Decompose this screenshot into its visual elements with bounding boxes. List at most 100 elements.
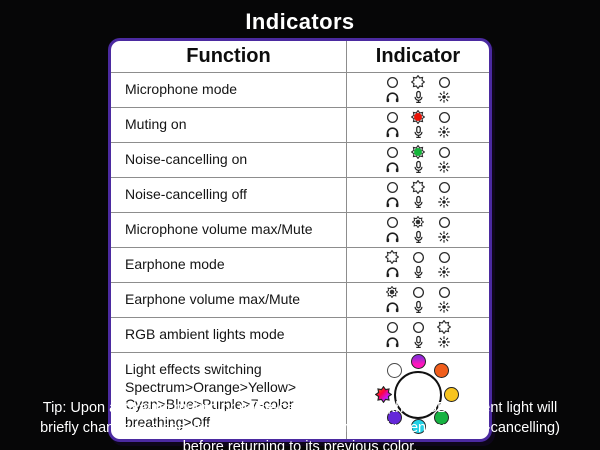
indicator-cell <box>347 143 489 177</box>
tip-text: Tip: Upon activating muting or noise-can… <box>40 400 560 450</box>
brightness-icon <box>437 89 451 105</box>
indicators-table: Function Indicator Microphone mode Mutin… <box>108 38 492 442</box>
headphone-icon <box>385 229 400 245</box>
off-icon <box>386 145 399 159</box>
table-row: Earphone mode <box>111 247 489 282</box>
microphone-icon <box>411 299 426 315</box>
column-header-indicator: Indicator <box>375 45 461 67</box>
status-lights <box>379 215 457 229</box>
on-icon <box>411 75 425 89</box>
brightness-icon <box>437 264 451 280</box>
indicator-cell <box>347 318 489 352</box>
microphone-icon <box>411 264 426 280</box>
cyan-color-dot <box>410 419 426 434</box>
function-label: RGB ambient lights mode <box>111 318 347 352</box>
table-row: Muting on <box>111 107 489 142</box>
purple-color-dot <box>387 409 403 425</box>
table-header-row: Function Indicator <box>111 41 489 72</box>
indicator-cell <box>347 248 489 282</box>
microphone-icon <box>411 89 426 105</box>
device-icons <box>379 89 457 105</box>
table-row: RGB ambient lights mode <box>111 317 489 352</box>
device-icons <box>379 264 457 280</box>
brightness-icon <box>437 194 451 210</box>
off-icon <box>412 320 425 334</box>
green-color-dot <box>433 409 449 425</box>
off-icon <box>386 215 399 229</box>
brightness-icon <box>437 299 451 315</box>
blink-icon <box>412 215 424 229</box>
status-lights <box>379 75 457 89</box>
function-label: Microphone mode <box>111 73 347 107</box>
yellow-color-dot <box>443 386 459 402</box>
off-icon <box>386 110 399 124</box>
indicator-cell <box>347 283 489 317</box>
function-label: Noise-cancelling off <box>111 178 347 212</box>
status-lights <box>379 320 457 334</box>
blink-icon <box>386 285 398 299</box>
headphone-icon <box>385 159 400 175</box>
headphone-icon <box>385 299 400 315</box>
headphone-icon <box>385 124 400 140</box>
indicator-cell <box>347 108 489 142</box>
brightness-icon <box>437 124 451 140</box>
function-label: Earphone mode <box>111 248 347 282</box>
off-icon <box>386 75 399 89</box>
table-row: Earphone volume max/Mute <box>111 282 489 317</box>
off-icon <box>386 320 399 334</box>
status-lights <box>379 250 457 264</box>
status-lights <box>379 285 457 299</box>
on-icon <box>411 180 425 194</box>
off-icon <box>438 250 451 264</box>
status-lights <box>379 145 457 159</box>
brightness-icon <box>437 229 451 245</box>
indicator-cell <box>347 353 489 439</box>
light-cycle-diagram <box>366 354 470 437</box>
device-icons <box>379 194 457 210</box>
orange-color-dot <box>433 363 449 379</box>
table-row: Noise-cancelling on <box>111 142 489 177</box>
function-label: Microphone volume max/Mute <box>111 213 347 247</box>
off-icon <box>412 250 425 264</box>
microphone-icon <box>411 124 426 140</box>
microphone-icon <box>411 194 426 210</box>
table-row: Microphone mode <box>111 72 489 107</box>
device-icons <box>379 334 457 350</box>
microphone-icon <box>411 334 426 350</box>
off-color-dot <box>387 363 403 379</box>
off-icon <box>386 180 399 194</box>
microphone-icon <box>411 229 426 245</box>
function-label: Earphone volume max/Mute <box>111 283 347 317</box>
function-label: Muting on <box>111 108 347 142</box>
device-icons <box>379 229 457 245</box>
off-icon <box>438 285 451 299</box>
table-row: Microphone volume max/Mute <box>111 212 489 247</box>
page-title: Indicators <box>245 9 355 34</box>
table-row-light-effects: Light effects switching Spectrum>Orange>… <box>111 352 489 439</box>
microphone-icon <box>411 159 426 175</box>
on-icon <box>437 320 451 334</box>
headphone-icon <box>385 264 400 280</box>
function-label: Noise-cancelling on <box>111 143 347 177</box>
off-icon <box>438 75 451 89</box>
device-icons <box>379 159 457 175</box>
spectrum-color-dot <box>410 354 426 369</box>
off-icon <box>438 110 451 124</box>
off-icon <box>438 215 451 229</box>
seven-color-breathing-burst-icon <box>375 386 392 403</box>
headphone-icon <box>385 194 400 210</box>
indicator-cell <box>347 73 489 107</box>
indicator-cell <box>347 213 489 247</box>
headphone-icon <box>385 89 400 105</box>
function-label: Light effects switching Spectrum>Orange>… <box>111 353 347 439</box>
brightness-icon <box>437 334 451 350</box>
red-icon <box>411 110 425 124</box>
device-icons <box>379 299 457 315</box>
table-row: Noise-cancelling off <box>111 177 489 212</box>
off-icon <box>438 145 451 159</box>
off-icon <box>438 180 451 194</box>
indicator-cell <box>347 178 489 212</box>
headphone-icon <box>385 334 400 350</box>
status-lights <box>379 180 457 194</box>
